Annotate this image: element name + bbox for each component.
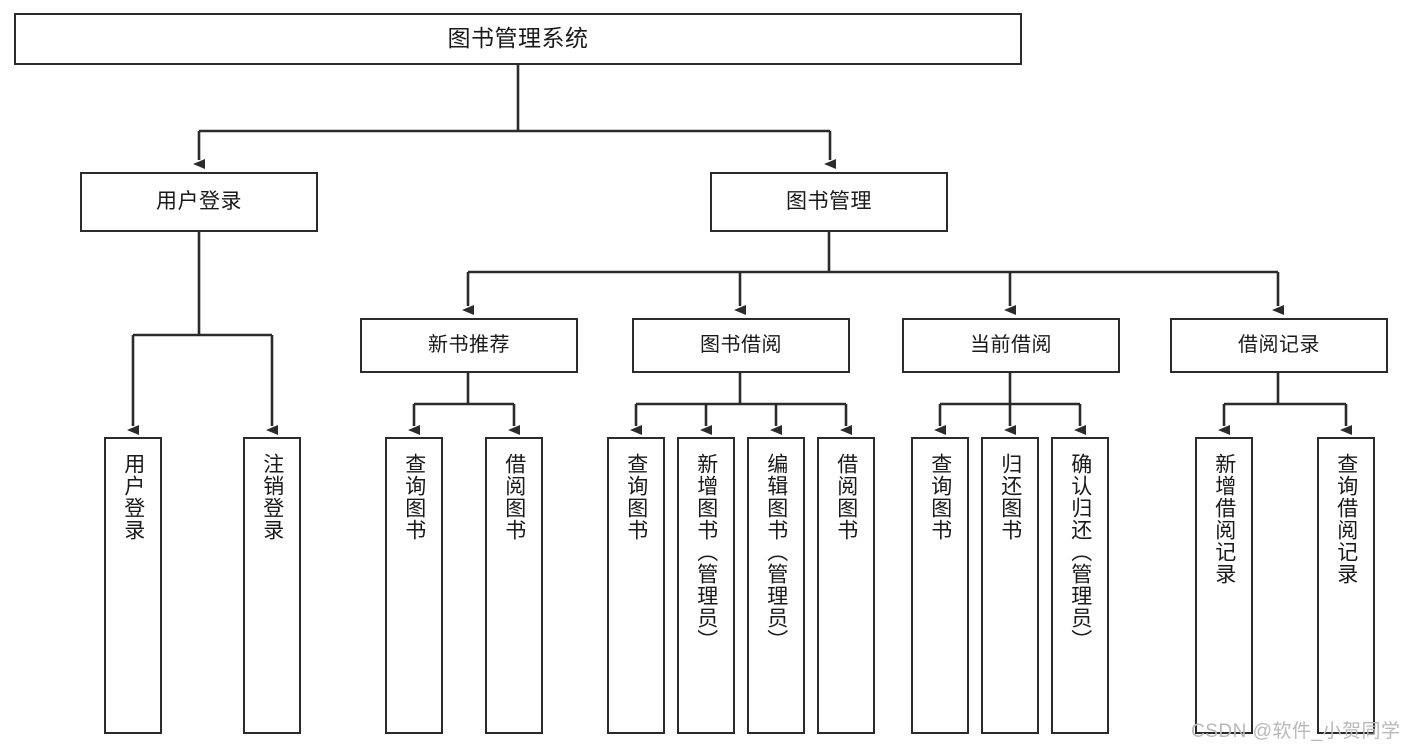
node-book-borrow[interactable]: 图书借阅 bbox=[632, 318, 850, 373]
leaf-query-book-3-label: 查询图书 bbox=[928, 453, 952, 541]
node-borrow-record-label: 借阅记录 bbox=[1238, 334, 1320, 357]
node-new-book-recommend-label: 新书推荐 bbox=[428, 334, 510, 357]
leaf-user-login[interactable]: 用户登录 bbox=[104, 437, 162, 734]
leaf-return-book[interactable]: 归还图书 bbox=[981, 437, 1039, 734]
leaf-add-book[interactable]: 新增图书（管理员） bbox=[677, 437, 735, 734]
leaf-add-book-label: 新增图书（管理员） bbox=[694, 453, 718, 651]
leaf-logout[interactable]: 注销登录 bbox=[243, 437, 301, 734]
node-new-book-recommend[interactable]: 新书推荐 bbox=[360, 318, 578, 373]
node-book-manage[interactable]: 图书管理 bbox=[710, 172, 948, 232]
leaf-confirm-return[interactable]: 确认归还（管理员） bbox=[1051, 437, 1109, 734]
watermark: CSDN @软件_小贺同学 bbox=[1191, 721, 1401, 742]
leaf-edit-book-label: 编辑图书（管理员） bbox=[764, 453, 788, 651]
node-current-borrow[interactable]: 当前借阅 bbox=[902, 318, 1120, 373]
leaf-borrow-book-1-label: 借阅图书 bbox=[502, 453, 526, 541]
leaf-query-book-1[interactable]: 查询图书 bbox=[385, 437, 443, 734]
leaf-query-book-3[interactable]: 查询图书 bbox=[911, 437, 969, 734]
leaf-query-book-1-label: 查询图书 bbox=[402, 453, 426, 541]
leaf-borrow-book-2[interactable]: 借阅图书 bbox=[817, 437, 875, 734]
leaf-user-login-label: 用户登录 bbox=[121, 453, 145, 541]
node-root-label: 图书管理系统 bbox=[447, 25, 589, 52]
leaf-add-record[interactable]: 新增借阅记录 bbox=[1195, 437, 1253, 734]
node-current-borrow-label: 当前借阅 bbox=[970, 334, 1052, 357]
leaf-borrow-book-2-label: 借阅图书 bbox=[834, 453, 858, 541]
leaf-query-book-2[interactable]: 查询图书 bbox=[607, 437, 665, 734]
node-user-login-label: 用户登录 bbox=[156, 190, 242, 214]
leaf-edit-book[interactable]: 编辑图书（管理员） bbox=[747, 437, 805, 734]
node-root[interactable]: 图书管理系统 bbox=[14, 13, 1022, 65]
leaf-query-record-label: 查询借阅记录 bbox=[1334, 453, 1358, 585]
node-user-login[interactable]: 用户登录 bbox=[80, 172, 318, 232]
node-book-borrow-label: 图书借阅 bbox=[700, 334, 782, 357]
leaf-add-record-label: 新增借阅记录 bbox=[1212, 453, 1236, 585]
node-book-manage-label: 图书管理 bbox=[786, 190, 872, 214]
leaf-borrow-book-1[interactable]: 借阅图书 bbox=[485, 437, 543, 734]
leaf-return-book-label: 归还图书 bbox=[998, 453, 1022, 541]
leaf-logout-label: 注销登录 bbox=[260, 453, 284, 541]
node-borrow-record[interactable]: 借阅记录 bbox=[1170, 318, 1388, 373]
leaf-query-book-2-label: 查询图书 bbox=[624, 453, 648, 541]
leaf-confirm-return-label: 确认归还（管理员） bbox=[1068, 453, 1092, 651]
leaf-query-record[interactable]: 查询借阅记录 bbox=[1317, 437, 1375, 734]
